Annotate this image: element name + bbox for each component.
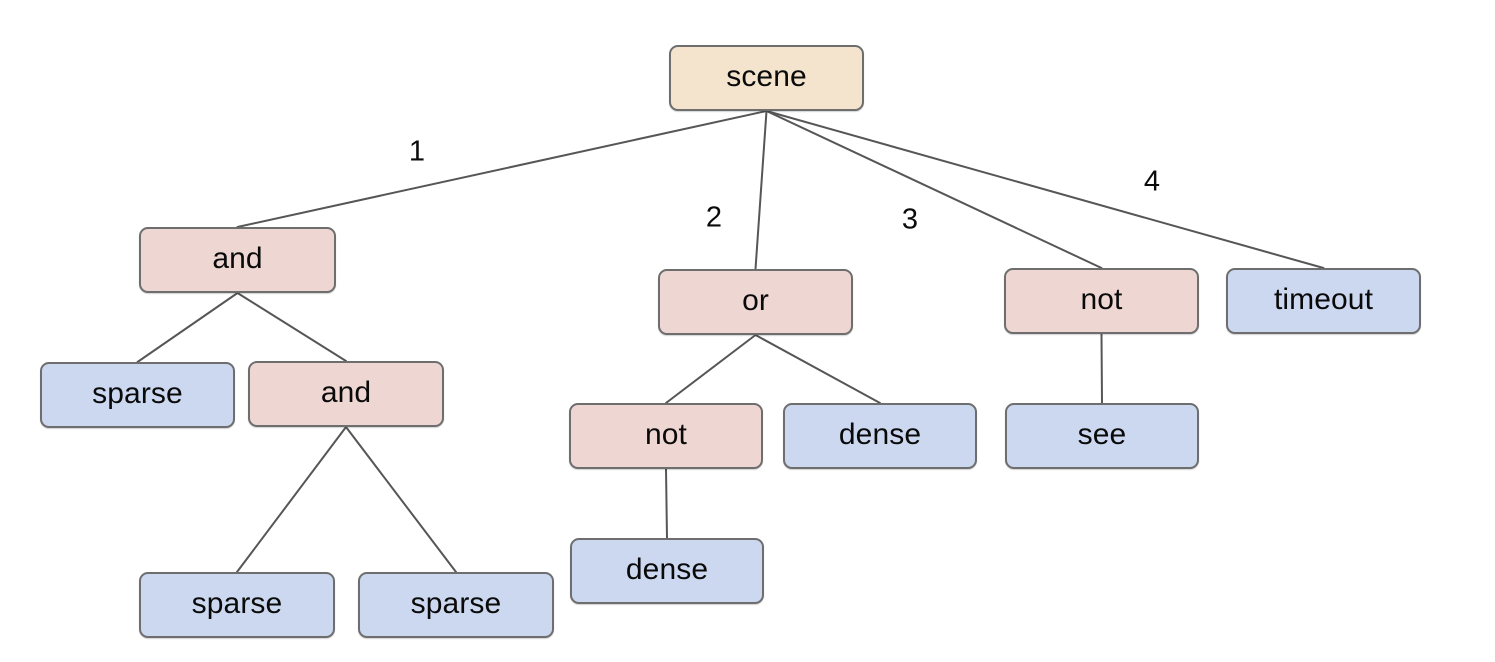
tree-edge-not2-to-dense2 <box>665 468 668 539</box>
tree-node-not1[interactable]: not <box>1004 268 1199 334</box>
tree-node-label: sparse <box>410 587 502 620</box>
tree-node-label: dense <box>625 553 709 586</box>
edge-label-scene-to-or1: 2 <box>705 201 723 234</box>
tree-node-label: see <box>1077 418 1127 451</box>
tree-edge-scene-to-or1 <box>754 110 768 270</box>
edge-label-scene-to-not1: 3 <box>901 203 919 236</box>
tree-node-timeout1[interactable]: timeout <box>1226 268 1421 334</box>
tree-node-scene[interactable]: scene <box>669 45 864 111</box>
tree-edge-or1-to-dense1 <box>754 334 881 404</box>
tree-edge-scene-to-not1 <box>765 110 1103 269</box>
tree-edge-scene-to-timeout1 <box>765 110 1325 269</box>
tree-node-dense2[interactable]: dense <box>570 538 764 604</box>
tree-edge-and2-to-sparse2 <box>236 426 347 573</box>
tree-node-label: and <box>320 376 372 409</box>
tree-node-label: or <box>742 284 769 317</box>
tree-node-label: scene <box>726 60 807 93</box>
tree-node-and1[interactable]: and <box>139 227 336 293</box>
tree-node-not2[interactable]: not <box>569 403 763 469</box>
edge-label-scene-to-timeout1: 4 <box>1143 165 1161 198</box>
tree-node-label: not <box>644 418 687 451</box>
tree-node-label: sparse <box>92 377 183 410</box>
tree-edge-scene-to-and1 <box>236 110 768 228</box>
tree-node-label: and <box>212 242 263 275</box>
tree-node-and2[interactable]: and <box>248 361 444 427</box>
tree-edge-not1-to-see1 <box>1100 333 1103 404</box>
tree-node-label: not <box>1080 283 1123 316</box>
tree-node-label: timeout <box>1273 283 1374 316</box>
tree-node-dense1[interactable]: dense <box>783 403 977 469</box>
tree-node-label: sparse <box>191 587 283 620</box>
edge-label-scene-to-and1: 1 <box>408 135 426 168</box>
tree-edge-and1-to-sparse1 <box>136 292 239 363</box>
tree-node-sparse2[interactable]: sparse <box>139 572 335 638</box>
tree-node-see1[interactable]: see <box>1005 403 1199 469</box>
tree-node-or1[interactable]: or <box>658 269 853 335</box>
tree-node-sparse3[interactable]: sparse <box>358 572 554 638</box>
tree-edge-and2-to-sparse3 <box>345 426 457 573</box>
tree-node-label: dense <box>838 418 922 451</box>
tree-edge-or1-to-not2 <box>665 334 757 404</box>
tree-node-sparse1[interactable]: sparse <box>40 362 235 428</box>
tree-edge-and1-to-and2 <box>236 292 347 362</box>
